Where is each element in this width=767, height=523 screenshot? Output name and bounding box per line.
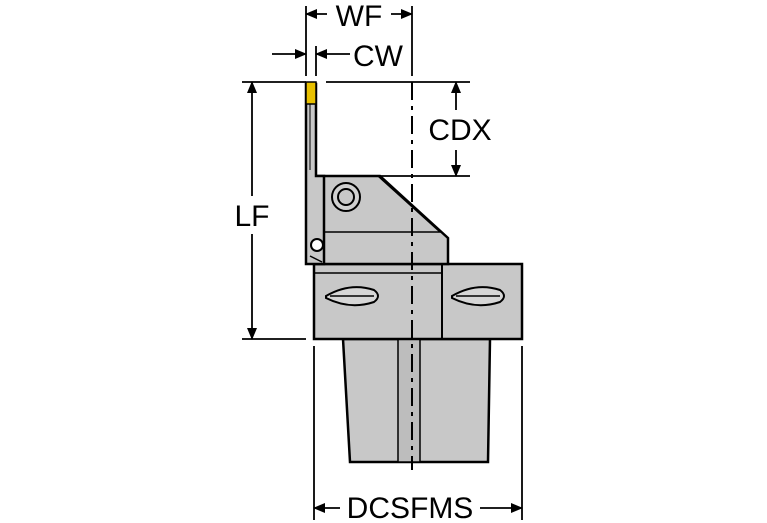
tool-body (304, 81, 524, 470)
cutting-insert (305, 81, 317, 105)
lf-label: LF (234, 200, 269, 233)
blade (304, 82, 326, 266)
dcsfms-label: DCSFMS (347, 492, 474, 523)
cw-label: CW (353, 40, 404, 73)
cdx-label: CDX (428, 114, 491, 147)
shank-slot (397, 338, 421, 463)
wf-label: WF (336, 0, 383, 33)
coolant-nozzle-icon (310, 238, 324, 252)
